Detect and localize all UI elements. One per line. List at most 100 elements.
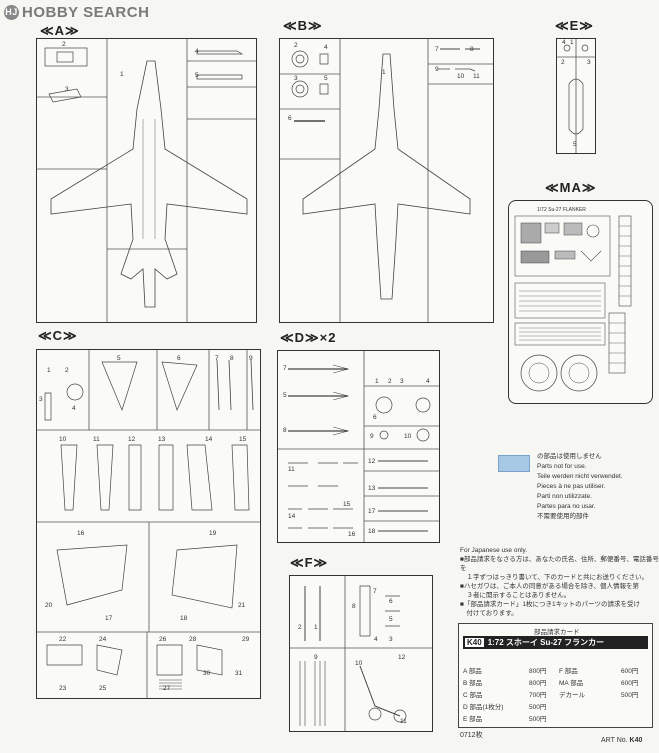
part-label: 31 [235,670,243,677]
order-row-label: B 部品 [463,680,483,687]
note-line: 付けております。 [460,610,518,617]
part-label: 9 [435,66,439,73]
part-label: 15 [239,436,247,443]
part-label: 22 [59,636,67,643]
sprue-a-frame: 2 3 1 4 5 [36,38,257,323]
part-label: 3 [39,396,43,403]
order-card-title-row: K40 1:72 スホーイ Su-27 フランカー [463,636,648,649]
note-line: ３者に開示することはありません。 [460,592,571,599]
part-label: 28 [189,636,197,643]
order-row-label: D 部品(1枚分) [463,704,504,711]
section-e-header: ≪E≫ [555,18,594,33]
order-row-price: 600円 [621,668,639,675]
order-row-price: 500円 [529,716,547,723]
part-label: 8 [230,355,234,362]
part-label: 3 [587,59,591,66]
part-label: 4 [324,44,328,51]
sprue-f-frame: 2 1 7 8 6 5 4 3 9 10 12 11 [289,575,433,732]
part-label: 17 [368,508,376,515]
part-label: 9 [249,355,253,362]
art-number: ART No. K40 [601,737,642,744]
part-label: 1 [314,624,318,631]
part-label: 5 [195,72,199,79]
part-label: 5 [283,392,287,399]
part-label: 12 [368,458,376,465]
sprue-b-drawing [280,39,493,322]
part-label: 5 [117,355,121,362]
order-row-price: 600円 [621,680,639,687]
legend-line: Pieces à ne pas utiliser. [537,483,606,490]
part-label: 29 [242,636,250,643]
legend-line: Parts not for use. [537,463,587,470]
part-label: 24 [99,636,107,643]
sprue-f-drawing [290,576,432,731]
sprue-c-drawing [37,350,260,698]
part-label: 18 [180,615,188,622]
part-label: 3 [294,75,298,82]
note-line: ■部品請求をなさる方は、あなたの氏名、住所、郵便番号、電話番号を [460,556,659,572]
part-label: 10 [59,436,67,443]
part-label: 7 [435,46,439,53]
sprue-a-drawing [37,39,256,322]
hobby-search-logo-icon: HJ [4,4,19,20]
part-label: 16 [77,530,85,537]
legend-line: 不需要使用的部件 [537,513,589,520]
legend-line: Partes para no usar. [537,503,596,510]
part-label: 4 [374,636,378,643]
part-label: 1 [382,69,386,76]
part-label: 11 [93,436,100,443]
part-label: 1 [47,367,51,374]
sprue-d-drawing [278,351,439,542]
part-label: 8 [352,603,356,610]
part-label: 10 [404,433,412,440]
order-row-price: 800円 [529,680,547,687]
part-label: 2 [561,59,565,66]
part-label: 4 [72,405,76,412]
parts-order-notes: For Japanese use only. ■部品請求をなさる方は、あなたの氏… [460,546,659,618]
part-label: 6 [288,115,292,122]
legend-line: の部品は使用しません [537,453,602,460]
note-line: ■ハセガワは、ご本人の同意がある場合を除き、個人情報を第 [460,583,639,590]
part-label: 30 [203,670,211,677]
part-label: 5 [324,75,328,82]
not-for-use-legend: の部品は使用しません Parts not for use. Teile werd… [537,452,623,522]
part-label: 8 [283,427,287,434]
part-label: 5 [573,141,577,148]
note-line: １字ずつはっきり書いて、下のカードと共にお送りください。 [460,574,648,581]
order-row-label: C 部品 [463,692,483,699]
part-label: 9 [370,433,374,440]
section-c-header: ≪C≫ [38,328,78,343]
part-label: 1 [570,39,574,46]
order-row-label: デカール [559,692,585,699]
etch-plate-title: 1/72 Su-27 FLANKER [537,207,586,213]
part-label: 3 [65,86,69,93]
sprue-d-frame: 7 5 8 1 3 4 6 9 10 11 12 13 14 15 16 17 … [277,350,440,543]
watermark-brand-text: HOBBY SEARCH [22,3,150,21]
sprue-e-drawing [557,39,595,153]
order-card-heading: 部品請求カード [534,629,580,636]
kit-code: K40 [465,638,484,647]
part-label: 10 [457,73,465,80]
part-label: 27 [163,685,171,692]
kit-title: 1:72 スホーイ Su-27 フランカー [487,638,605,647]
order-row-label: E 部品 [463,716,483,723]
part-label: 20 [45,602,53,609]
part-label: 2 [294,42,298,49]
part-label: 26 [159,636,167,643]
part-label: 11 [473,73,480,80]
order-row-label: A 部品 [463,668,482,675]
part-label: 12 [128,436,136,443]
part-label: 7 [215,355,219,362]
part-label: 5 [389,616,393,623]
sprue-e-frame: 4 1 2 3 5 [556,38,596,154]
hobby-search-watermark: HJ HOBBY SEARCH [4,3,149,21]
sprue-b-frame: 2 4 3 5 6 1 7 8 9 10 11 [279,38,494,323]
part-label: 19 [209,530,217,537]
order-row-label: F 部品 [559,668,578,675]
parts-order-card: 部品請求カード K40 1:72 スホーイ Su-27 フランカー A 部品 8… [458,623,653,728]
part-label: 7 [373,588,377,595]
part-label: 6 [177,355,181,362]
part-label: 17 [105,615,113,622]
part-label: 1 [375,378,379,385]
